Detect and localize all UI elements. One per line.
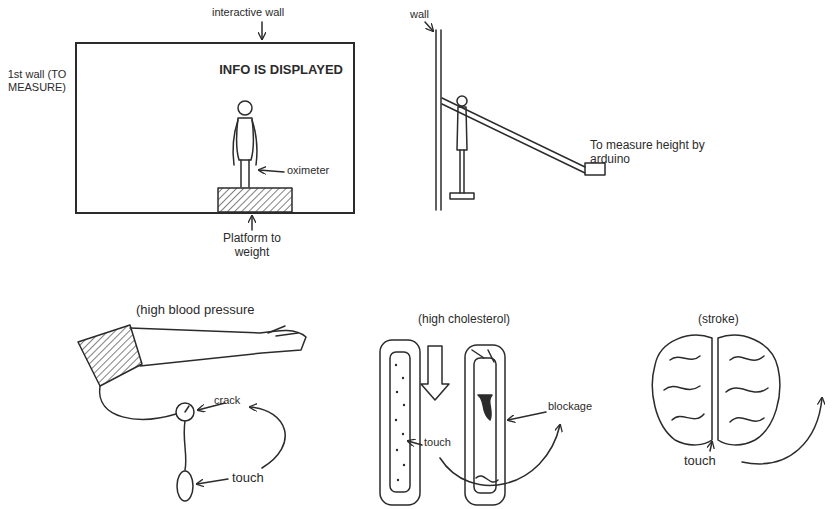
exhibit-title: (stroke)	[698, 312, 778, 326]
wall-title: interactive wall	[212, 6, 322, 19]
touch-label: touch	[424, 436, 464, 449]
wall-note: 1st wall (TO MEASURE)	[2, 68, 72, 94]
sensor-note: To measure height by arduino	[590, 138, 714, 167]
sensor-label: oximeter	[287, 164, 349, 177]
touch-label: touch	[684, 453, 740, 469]
wall-label: wall	[410, 8, 450, 21]
touch-label: touch	[232, 470, 284, 486]
exhibit-title: (high cholesterol)	[418, 312, 558, 326]
exhibit-title: (high blood pressure	[136, 302, 326, 318]
callout-label: crack	[214, 394, 264, 407]
display-text: INFO IS DISPLAYED	[219, 62, 343, 77]
platform-label: Platform to weight	[214, 231, 290, 260]
interactive-wall-box: INFO IS DISPLAYED	[75, 42, 355, 214]
callout-label: blockage	[548, 400, 624, 413]
